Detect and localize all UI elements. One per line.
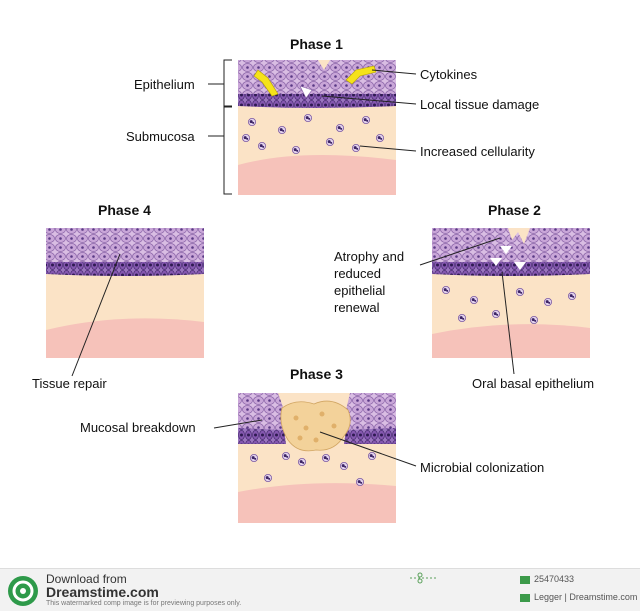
atrophy-label-line1: Atrophy and <box>334 249 405 264</box>
microbe-cluster <box>280 400 351 452</box>
mucosal-breakdown-label: Mucosal breakdown <box>80 420 196 435</box>
watermark-footer: Download from Dreamstime.com This waterm… <box>0 568 640 611</box>
microbial-colonization-label: Microbial colonization <box>420 460 545 475</box>
phase1-title: Phase 1 <box>290 36 343 52</box>
download-from-text: Download from <box>46 572 127 586</box>
author-badge-icon <box>520 594 530 602</box>
watermark-notice: This watermarked comp image is for previ… <box>46 600 242 607</box>
leader-lines <box>71 59 515 467</box>
atrophy-label-line3: epithelial <box>334 283 386 298</box>
cytokine-icon <box>253 65 377 97</box>
increased-cellularity-label: Increased cellularity <box>420 144 535 159</box>
local-tissue-damage-label: Local tissue damage <box>420 97 540 112</box>
scissors-icon <box>410 572 436 584</box>
oral-mucositis-diagram <box>46 59 590 523</box>
phase1-panel <box>238 60 396 195</box>
atrophy-label-line2: reduced <box>334 266 381 281</box>
phase4-panel <box>46 228 204 358</box>
phase2-title: Phase 2 <box>488 202 541 218</box>
submucosa-label: Submucosa <box>126 129 195 144</box>
id-badge-icon <box>520 576 530 584</box>
author-credit: Legger | Dreamstime.com <box>534 592 638 602</box>
phase3-title: Phase 3 <box>290 366 343 382</box>
phase3-panel <box>238 393 396 523</box>
atrophy-label-line4: renewal <box>334 300 380 315</box>
oral-basal-epithelium-label: Oral basal epithelium <box>472 376 595 391</box>
cytokines-label: Cytokines <box>420 67 478 82</box>
site-name[interactable]: Dreamstime.com <box>46 584 159 600</box>
image-id: 25470433 <box>534 574 575 584</box>
tissue-repair-label: Tissue repair <box>32 376 107 391</box>
phase2-panel <box>432 228 590 358</box>
epithelium-label: Epithelium <box>134 77 195 92</box>
dreamstime-logo-icon <box>8 576 38 606</box>
phase4-title: Phase 4 <box>98 202 151 218</box>
